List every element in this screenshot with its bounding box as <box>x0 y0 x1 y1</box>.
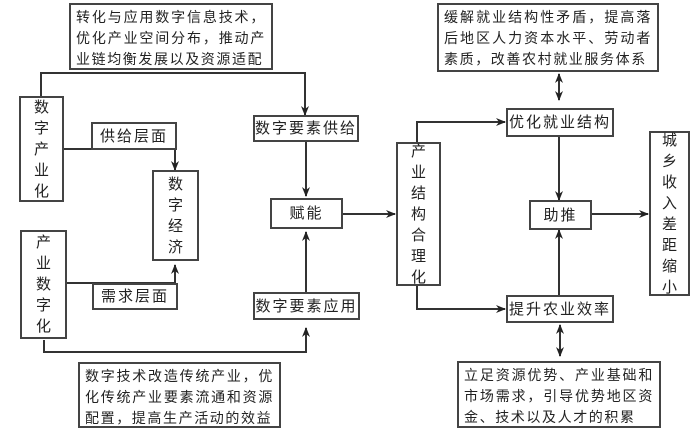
label-char: 结 <box>410 183 426 202</box>
label-char: 缩 <box>661 256 677 275</box>
boost-box: 助推 <box>529 200 592 230</box>
label-char: 收 <box>661 172 677 191</box>
digital-factor-supply-label: 数字要素供给 <box>255 119 358 137</box>
supply-level-box: 供给层面 <box>91 122 177 150</box>
label-char: 字 <box>35 296 51 314</box>
label-char: 数 <box>33 97 49 116</box>
label-char: 济 <box>167 237 183 256</box>
label-char: 数 <box>35 275 51 293</box>
digital-factor-application-box: 数字要素应用 <box>253 292 360 320</box>
income-gap-box: 城乡收入差距缩小 <box>649 131 690 296</box>
label-char: 业 <box>35 254 51 272</box>
connector-structure-employment <box>416 118 506 143</box>
label-char: 构 <box>410 204 426 223</box>
label-char: 化 <box>33 181 49 200</box>
label-char: 距 <box>661 235 677 254</box>
label-char: 化 <box>35 317 51 335</box>
digital-industrialization-box: 数字产业化 <box>19 96 64 202</box>
label-char: 产 <box>35 233 51 251</box>
supply-level-label: 供给层面 <box>99 126 168 145</box>
connector-structure-agri <box>416 285 506 313</box>
industrial-structure-box: 产业结构合理化 <box>396 142 441 286</box>
empowerment-box: 赋能 <box>270 198 343 229</box>
digital-economy-label: 数字经济 <box>168 174 183 258</box>
label-char: 化 <box>410 267 426 286</box>
label-char: 业 <box>410 162 426 181</box>
connector-top-loop <box>40 72 309 116</box>
digital-economy-box: 数字经济 <box>152 170 199 261</box>
top-left-note: 转化与应用数字信息技术，优化产业空间分布，推动产业链均衡发展以及资源适配 <box>69 3 273 70</box>
label-char: 字 <box>167 195 183 214</box>
digital-factor-supply-box: 数字要素供给 <box>253 115 359 142</box>
label-char: 小 <box>661 277 677 296</box>
industrial-digitalization-label: 产业数字化 <box>36 232 51 337</box>
label-char: 产 <box>410 141 426 160</box>
bottom-left-note: 数字技术改造传统产业，优化传统产业要素流通和资源配置，提高生产活动的效益 <box>78 362 281 428</box>
connector-demand <box>66 264 179 284</box>
digital-industrialization-label: 数字产业化 <box>34 97 49 202</box>
label-char: 产 <box>33 139 49 158</box>
label-char: 合 <box>410 225 426 244</box>
demand-level-box: 需求层面 <box>92 283 178 310</box>
label-char: 数 <box>167 174 183 193</box>
demand-level-label: 需求层面 <box>100 287 169 305</box>
label-char: 理 <box>410 246 426 265</box>
label-char: 城 <box>661 130 677 149</box>
label-char: 乡 <box>661 151 677 170</box>
bottom-right-note: 立足资源优势、产业基础和市场需求，引导优势地区资金、技术以及人才的积累 <box>457 361 661 428</box>
label-char: 字 <box>33 118 49 137</box>
industrial-structure-label: 产业结构合理化 <box>411 141 426 288</box>
connector-supply <box>64 148 179 171</box>
industrial-digitalization-box: 产业数字化 <box>20 230 67 339</box>
boost-label: 助推 <box>543 205 578 224</box>
label-char: 业 <box>33 160 49 179</box>
label-char: 入 <box>661 193 677 212</box>
top-right-note: 缓解就业结构性矛盾，提高落后地区人力资本水平、劳动者素质，改善农村就业服务体系 <box>437 3 659 72</box>
empowerment-label: 赋能 <box>289 204 324 222</box>
income-gap-label: 城乡收入差距缩小 <box>662 130 677 298</box>
optimize-employment-label: 优化就业结构 <box>508 113 611 131</box>
optimize-employment-box: 优化就业结构 <box>506 108 614 137</box>
label-char: 经 <box>167 216 183 235</box>
digital-factor-application-label: 数字要素应用 <box>255 296 358 315</box>
agri-efficiency-label: 提升农业效率 <box>508 299 611 318</box>
label-char: 差 <box>661 214 677 233</box>
connector-bottom-loop <box>43 327 310 353</box>
agri-efficiency-box: 提升农业效率 <box>506 295 614 323</box>
